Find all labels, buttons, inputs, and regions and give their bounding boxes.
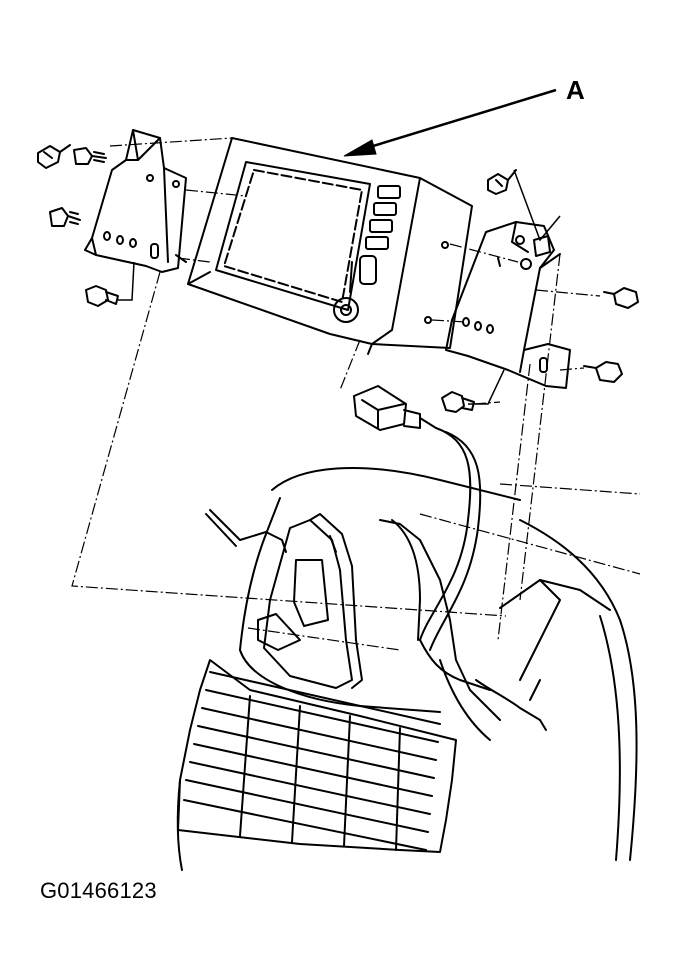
- left-screw-top-outer: [37, 144, 71, 169]
- dashboard-opening: [205, 466, 611, 741]
- dashboard-right-panel: [176, 519, 638, 871]
- left-bolt-top-inner: [73, 147, 107, 165]
- callout-label: A: [566, 75, 585, 105]
- wiring-connector: [353, 385, 437, 431]
- figure-id: G01466123: [40, 878, 157, 903]
- left-bolt-middle: [49, 207, 81, 227]
- assembly-leader-lines: [71, 137, 641, 651]
- wiring-harness: [419, 427, 482, 651]
- center-air-vent-panel: [177, 659, 457, 853]
- left-bolt-lower: [85, 285, 119, 307]
- right-mounting-bracket: [445, 221, 571, 389]
- callout-arrow: [343, 88, 557, 157]
- right-bolt-bottom: [441, 391, 475, 413]
- screw-leader-lines: [118, 169, 561, 405]
- right-screw-lower: [583, 361, 623, 383]
- navigation-display-unit: [187, 137, 473, 355]
- right-screw-top: [487, 169, 517, 195]
- left-mounting-bracket: [84, 129, 187, 273]
- right-screw-middle: [603, 287, 639, 309]
